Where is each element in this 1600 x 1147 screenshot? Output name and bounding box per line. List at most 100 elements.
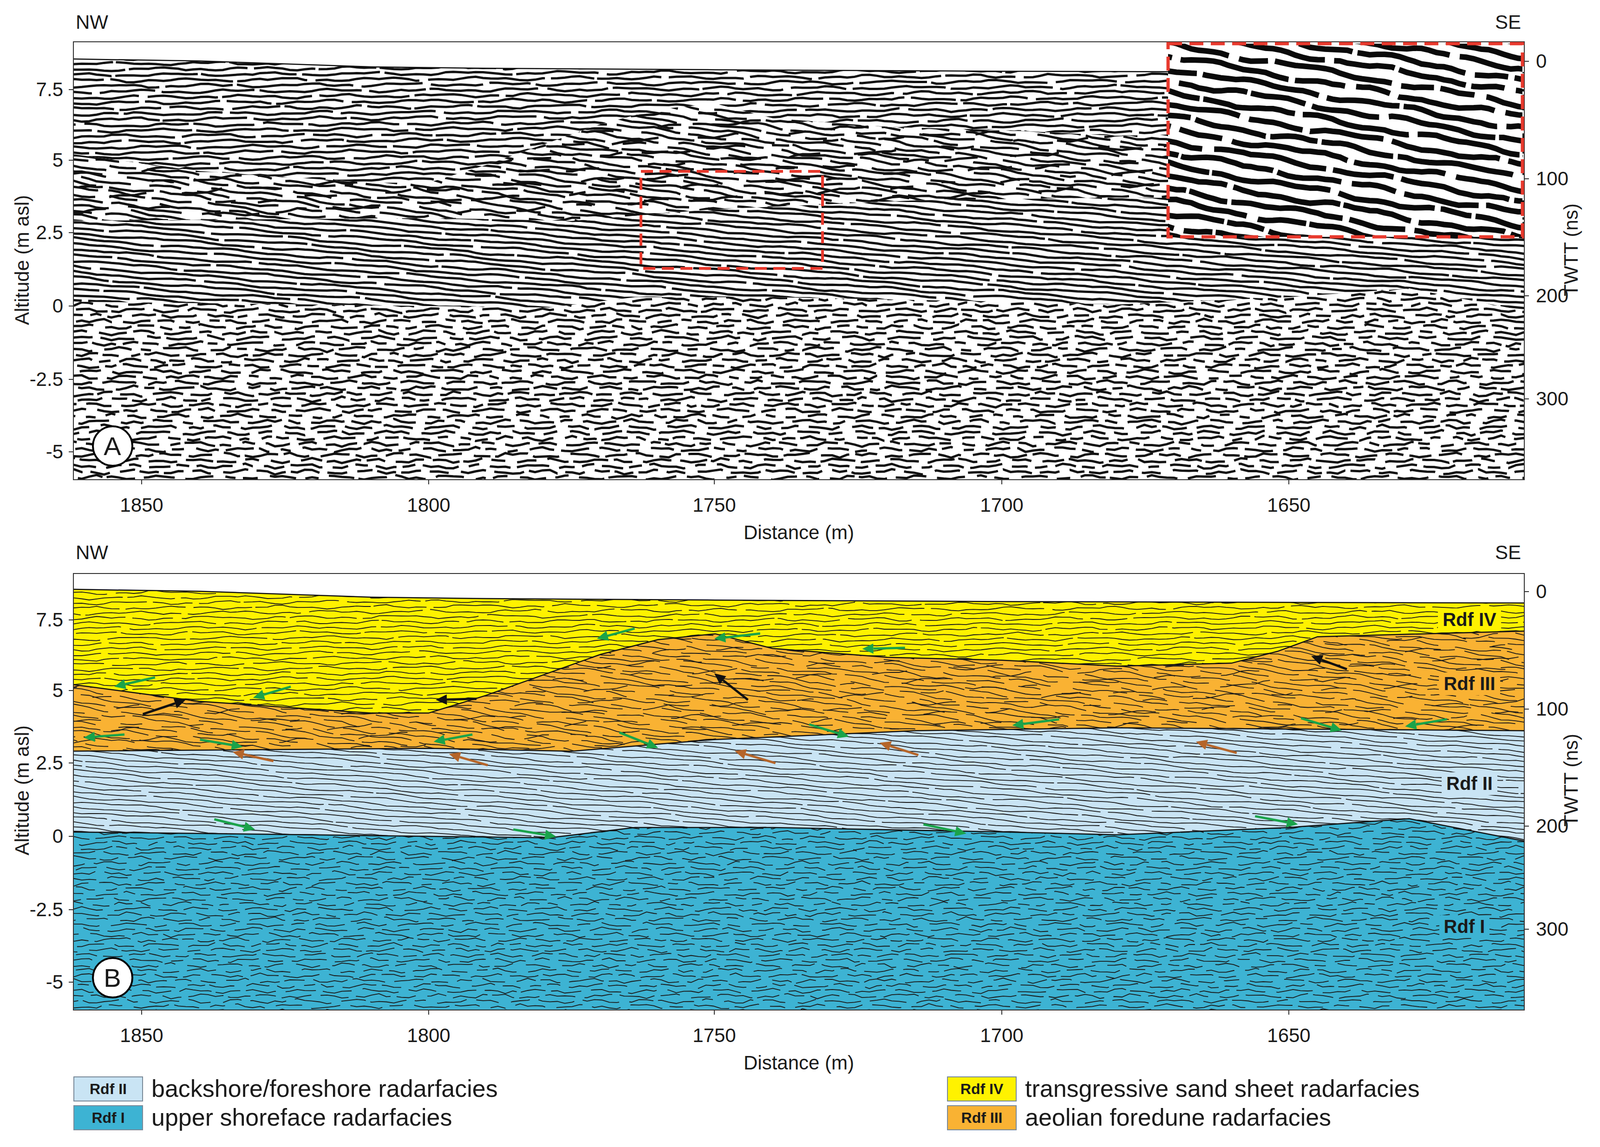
tick [68, 232, 74, 234]
tick [1524, 825, 1529, 827]
tick [1524, 591, 1529, 593]
arrow-head [114, 679, 127, 690]
facies-label: Rdf III [1443, 673, 1496, 694]
tick [1001, 479, 1003, 485]
reflector [73, 875, 1525, 882]
arrow-head [1286, 817, 1299, 828]
reflector [73, 631, 1525, 744]
tick [1288, 479, 1290, 485]
facies-boundary [73, 589, 1525, 604]
arrow-head [449, 752, 462, 763]
facies-label: Rdf II [1446, 773, 1493, 794]
tick-label: 1650 [1266, 1025, 1311, 1047]
tick-label: 100 [1535, 168, 1569, 190]
reflector [73, 346, 1525, 353]
reflector [73, 368, 1525, 375]
reflector [73, 911, 1525, 918]
reflector [73, 845, 1525, 851]
tick [1524, 398, 1529, 400]
tick [141, 1010, 143, 1015]
onlap-arrow [1023, 719, 1059, 725]
reflector [73, 418, 1525, 425]
reflector [73, 293, 1525, 406]
reflector [73, 615, 1525, 728]
reflector [73, 573, 1525, 720]
reflector [73, 263, 1525, 377]
reflector [73, 627, 1525, 739]
plot-frame [73, 41, 1525, 480]
reflector [73, 573, 1525, 628]
tick-label: 2.5 [36, 222, 64, 244]
reflector [73, 573, 1525, 704]
tick [68, 89, 74, 91]
legend-swatch: Rdf III [946, 1105, 1017, 1131]
tick [1288, 1010, 1290, 1015]
arrow-head [714, 632, 726, 643]
reflector [73, 646, 1525, 759]
reflector [73, 358, 1525, 364]
reflector [73, 318, 1525, 324]
onlap-arrow [890, 746, 919, 756]
panel-letter: B [103, 962, 121, 993]
reflector [73, 573, 1525, 683]
reflector [73, 573, 1525, 654]
reflector [73, 274, 1525, 280]
onlap-arrow [723, 680, 749, 700]
reflector [73, 840, 1525, 846]
tick-label: 1750 [692, 494, 736, 516]
reflector [73, 973, 1525, 979]
reflector [73, 320, 1525, 433]
reflector [73, 573, 1525, 673]
tick-label: 7.5 [36, 78, 64, 101]
tick-label: 1800 [406, 494, 451, 516]
reflector [73, 573, 1525, 713]
reflector [73, 573, 1525, 580]
reflector [73, 304, 1525, 415]
onlap-arrow [214, 819, 245, 827]
tick-label: 0 [52, 825, 64, 848]
reflector [73, 896, 1525, 902]
reflector [73, 804, 1525, 810]
reflector [73, 396, 1525, 403]
reflector [73, 374, 1525, 380]
tick-label: 1750 [692, 1025, 736, 1047]
reflector [73, 850, 1525, 856]
facies-label: Rdf IV [1442, 609, 1497, 630]
reflector [73, 907, 1525, 913]
reflector [73, 891, 1525, 897]
onlap-arrow [1206, 744, 1237, 754]
reflector [73, 678, 1525, 789]
reflector [73, 978, 1525, 984]
reflector [73, 424, 1525, 430]
arrow-head [1012, 718, 1024, 730]
reflector [73, 855, 1525, 861]
reflector [73, 661, 1525, 774]
onlap-arrow [725, 633, 761, 638]
tick-label: 300 [1535, 918, 1569, 941]
reflector [73, 435, 1525, 442]
reflector [73, 968, 1525, 974]
onlap-arrow [125, 677, 156, 685]
reflector [73, 174, 1525, 353]
tick-label: 0 [1535, 50, 1547, 72]
onlap-arrow [607, 628, 635, 636]
reflector [73, 236, 1525, 348]
reflector [73, 901, 1525, 908]
reflector [73, 218, 1525, 399]
reflector [73, 667, 1525, 778]
tick-label: -5 [45, 971, 64, 993]
tick [68, 762, 74, 764]
arrow-head [714, 673, 727, 685]
reflector [73, 447, 1525, 453]
reflector [73, 573, 1525, 725]
arrow-head [862, 643, 874, 654]
tick-label: 1850 [119, 494, 164, 516]
reflector [73, 573, 1525, 642]
tick-label: 1800 [406, 1025, 451, 1047]
reflector [73, 241, 1525, 354]
swatch-label: Rdf II [89, 1080, 127, 1098]
reflector [73, 820, 1525, 826]
reflector [73, 340, 1525, 347]
reflector [73, 380, 1525, 386]
